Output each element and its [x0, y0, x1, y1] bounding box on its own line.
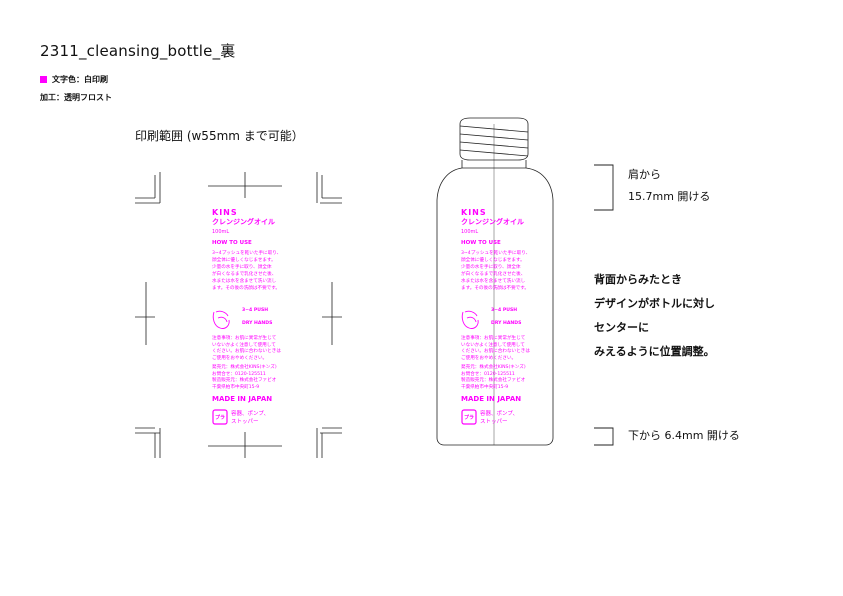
- dry-hands: DRY HANDS: [491, 321, 522, 326]
- volume: 100mL: [212, 229, 230, 235]
- centering-note-line: 背面からみたとき: [594, 273, 682, 286]
- volume: 100mL: [461, 229, 479, 235]
- company-line: お問合せ：0120-125511: [461, 371, 515, 377]
- document-title: 2311_cleansing_bottle_裏: [40, 42, 236, 60]
- usage-text: 3~4プッシュを乾いた手に取り、 顔全体に優しくなじませます。 少量の水を手に取…: [461, 250, 530, 292]
- usage-line: が白くなるまで乳化させた後、: [461, 272, 526, 277]
- usage-text: 3~4プッシュを乾いた手に取り、 顔全体に優しくなじませます。 少量の水を手に取…: [212, 250, 281, 292]
- recycle-mark-text: プラ: [215, 415, 226, 421]
- recycle-icon: [212, 409, 477, 425]
- usage-line: 水または水を含ませて洗い流し: [212, 279, 277, 284]
- bracket-marks: [594, 164, 614, 446]
- company-line: 製造販売元：株式会社ファビオ: [212, 378, 277, 383]
- how-to-use-heading: HOW TO USE: [461, 240, 501, 246]
- push-count: 3~4 PUSH: [491, 308, 518, 313]
- recycle-line: 容器、ポンプ、: [480, 411, 519, 417]
- caution-line: ください。お肌に合わないときは: [461, 349, 530, 354]
- usage-line: 少量の水を手に取り、顔全体: [461, 265, 521, 270]
- company-line: 千葉県柏市中央町15-9: [212, 384, 260, 390]
- usage-line: 少量の水を手に取り、顔全体: [212, 265, 272, 270]
- caution-line: ご使用をおやめください。: [212, 355, 268, 361]
- brand-name: KINS: [212, 208, 238, 217]
- usage-line: が白くなるまで乳化させた後、: [212, 272, 277, 277]
- recycle-mark-text: プラ: [464, 415, 475, 421]
- company-line: 発売元：株式会社KINS(キンズ): [461, 365, 526, 370]
- usage-line: 3~4プッシュを乾いた手に取り、: [461, 251, 531, 256]
- crop-marks: [135, 172, 342, 458]
- caution-line: ご使用をおやめください。: [461, 355, 517, 361]
- centering-note-line: センターに: [594, 321, 649, 334]
- caution-text: 注意事項：お肌に異常が生じて いないかよく注意して使用して ください。お肌に合わ…: [461, 336, 530, 362]
- usage-line: 水または水を含ませて洗い流し: [461, 279, 526, 284]
- caution-text: 注意事項：お肌に異常が生じて いないかよく注意して使用して ください。お肌に合わ…: [212, 336, 281, 362]
- caution-line: いないかよく注意して使用して: [461, 342, 525, 348]
- recycle-line: ストッパー: [231, 419, 259, 425]
- caution-line: ください。お肌に合わないときは: [212, 349, 281, 354]
- magenta-swatch: [40, 76, 47, 83]
- bottle-outline: [436, 117, 554, 446]
- made-in-japan: MADE IN JAPAN: [212, 395, 273, 403]
- bottom-note: 下から 6.4mm 開ける: [628, 429, 740, 442]
- process-note: 加工：透明フロスト: [40, 93, 112, 102]
- company-line: 発売元：株式会社KINS(キンズ): [212, 365, 277, 370]
- brand-name: KINS: [461, 208, 487, 217]
- usage-line: ます。その後の洗顔は不要です。: [212, 286, 280, 291]
- hand-icon: [212, 310, 479, 329]
- usage-line: 3~4プッシュを乾いた手に取り、: [212, 251, 282, 256]
- product-name: クレンジングオイル: [212, 218, 275, 226]
- made-in-japan: MADE IN JAPAN: [461, 395, 522, 403]
- print-color-text: 文字色：白印刷: [52, 75, 108, 84]
- print-color-note: 文字色：白印刷: [40, 74, 108, 85]
- company-line: 千葉県柏市中央町15-9: [461, 384, 509, 390]
- caution-line: いないかよく注意して使用して: [212, 342, 276, 348]
- shoulder-note-line: 15.7mm 開ける: [628, 190, 711, 203]
- centering-note-line: みえるように位置調整。: [594, 345, 715, 358]
- company-text: 発売元：株式会社KINS(キンズ) お問合せ：0120-125511 製造販売元…: [461, 365, 526, 391]
- company-text: 発売元：株式会社KINS(キンズ) お問合せ：0120-125511 製造販売元…: [212, 365, 277, 391]
- recycle-line: ストッパー: [480, 419, 508, 425]
- recycle-text: 容器、ポンプ、 ストッパー: [480, 410, 518, 426]
- caution-line: 注意事項：お肌に異常が生じて: [212, 336, 277, 341]
- print-area-label: 印刷範囲 (w55mm まで可能）: [135, 129, 304, 143]
- shoulder-note-line: 肩から: [628, 168, 661, 181]
- usage-line: 顔全体に優しくなじませます。: [461, 258, 525, 263]
- caution-line: 注意事項：お肌に異常が生じて: [461, 336, 526, 341]
- how-to-use-heading: HOW TO USE: [212, 240, 252, 246]
- recycle-text: 容器、ポンプ、 ストッパー: [231, 410, 269, 426]
- dry-hands: DRY HANDS: [242, 321, 273, 326]
- recycle-line: 容器、ポンプ、: [231, 411, 270, 417]
- product-name: クレンジングオイル: [461, 218, 524, 226]
- centering-note: 背面からみたとき デザインがボトルに対し センターに みえるように位置調整。: [594, 268, 715, 364]
- shoulder-note: 肩から 15.7mm 開ける: [628, 164, 710, 208]
- usage-line: ます。その後の洗顔は不要です。: [461, 286, 529, 291]
- push-count: 3~4 PUSH: [242, 308, 269, 313]
- company-line: 製造販売元：株式会社ファビオ: [461, 378, 526, 383]
- usage-line: 顔全体に優しくなじませます。: [212, 258, 276, 263]
- company-line: お問合せ：0120-125511: [212, 371, 266, 377]
- centering-note-line: デザインがボトルに対し: [594, 297, 715, 310]
